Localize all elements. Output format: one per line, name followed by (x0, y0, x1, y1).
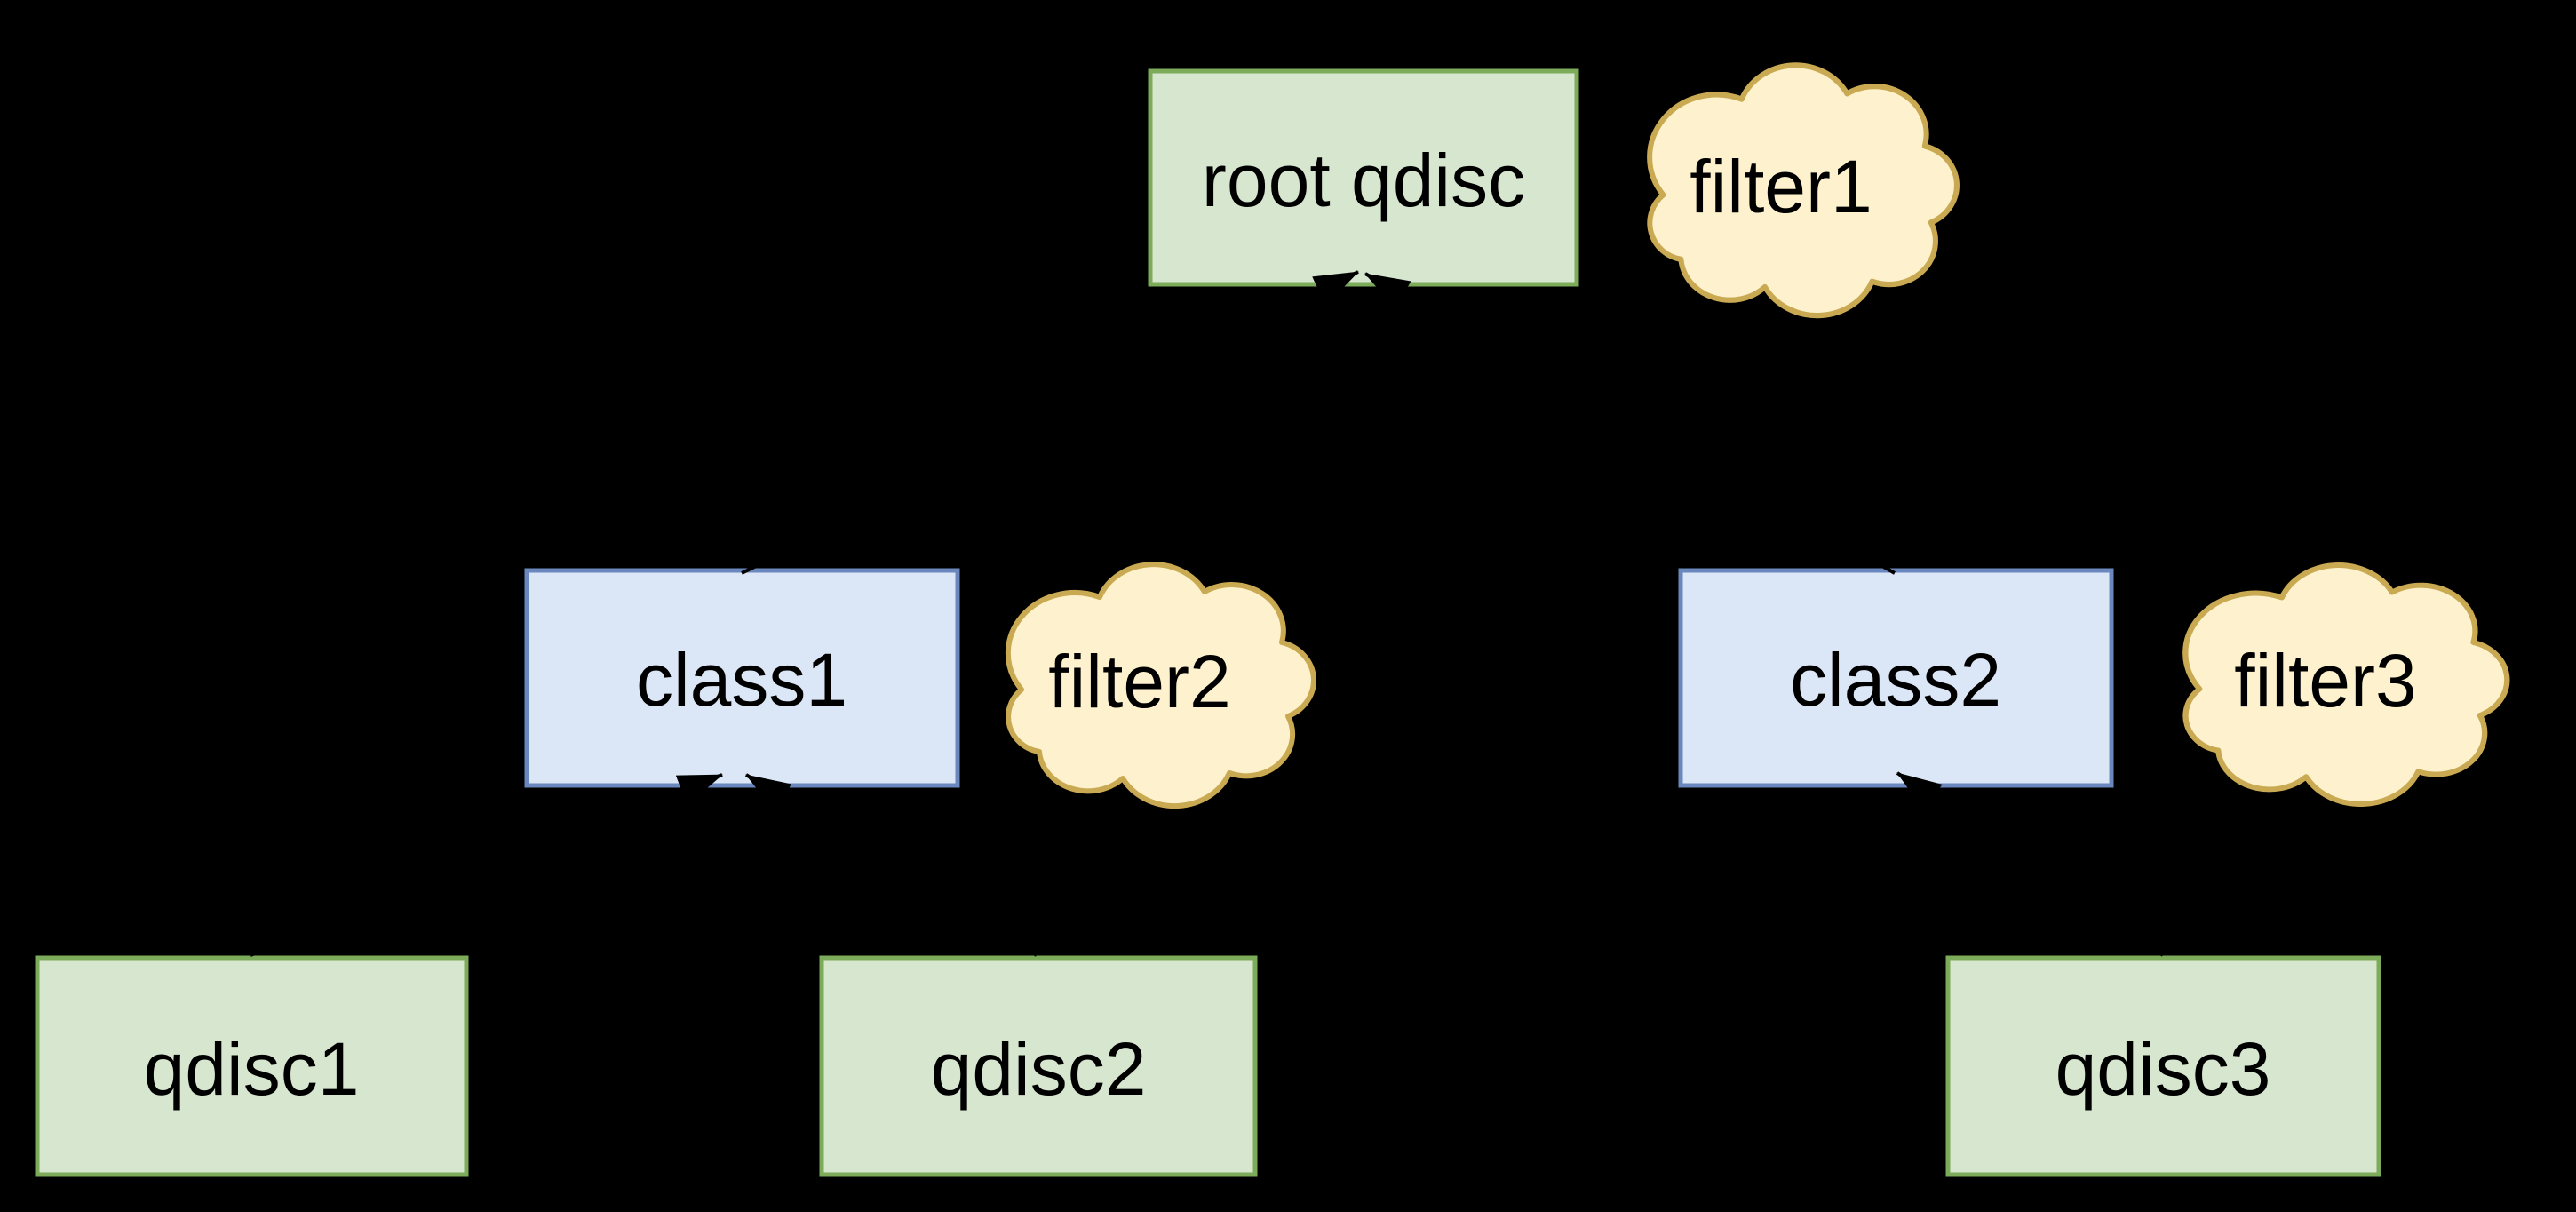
edge-class2-to-root (1364, 272, 1896, 575)
label-filter3: filter3 (2234, 639, 2416, 722)
label-root-qdisc: root qdisc (1202, 139, 1525, 222)
label-qdisc2: qdisc2 (931, 1027, 1147, 1111)
label-filter1: filter1 (1690, 145, 1872, 228)
label-filter2: filter2 (1048, 640, 1230, 723)
node-qdisc1 (35, 955, 469, 1177)
node-class1 (524, 568, 960, 788)
label-qdisc3: qdisc3 (2055, 1027, 2271, 1111)
label-class2: class2 (1790, 638, 2001, 722)
node-qdisc3 (1945, 955, 2381, 1177)
edge-qdisc3-to-class2 (1896, 771, 2165, 957)
node-qdisc2 (819, 955, 1258, 1177)
edge-qdisc1-to-class1 (250, 773, 723, 957)
label-qdisc1: qdisc1 (144, 1027, 360, 1111)
node-root-qdisc (1148, 68, 1579, 287)
label-class1: class1 (636, 638, 847, 722)
edge-class1-to-root (741, 270, 1359, 575)
node-class2 (1678, 568, 2114, 788)
edge-qdisc2-to-class1 (744, 773, 1038, 957)
